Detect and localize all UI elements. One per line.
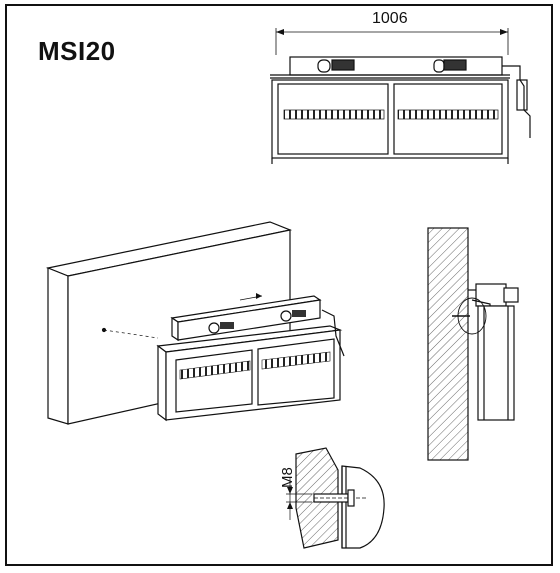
side-section-view <box>427 227 519 461</box>
width-dimension-label: 1006 <box>372 10 408 27</box>
bolt-size-label: M8 <box>279 467 296 488</box>
model-title: MSI20 <box>38 36 116 66</box>
front-view <box>270 28 531 164</box>
isometric-view <box>45 221 345 425</box>
bolt-detail <box>286 447 385 549</box>
